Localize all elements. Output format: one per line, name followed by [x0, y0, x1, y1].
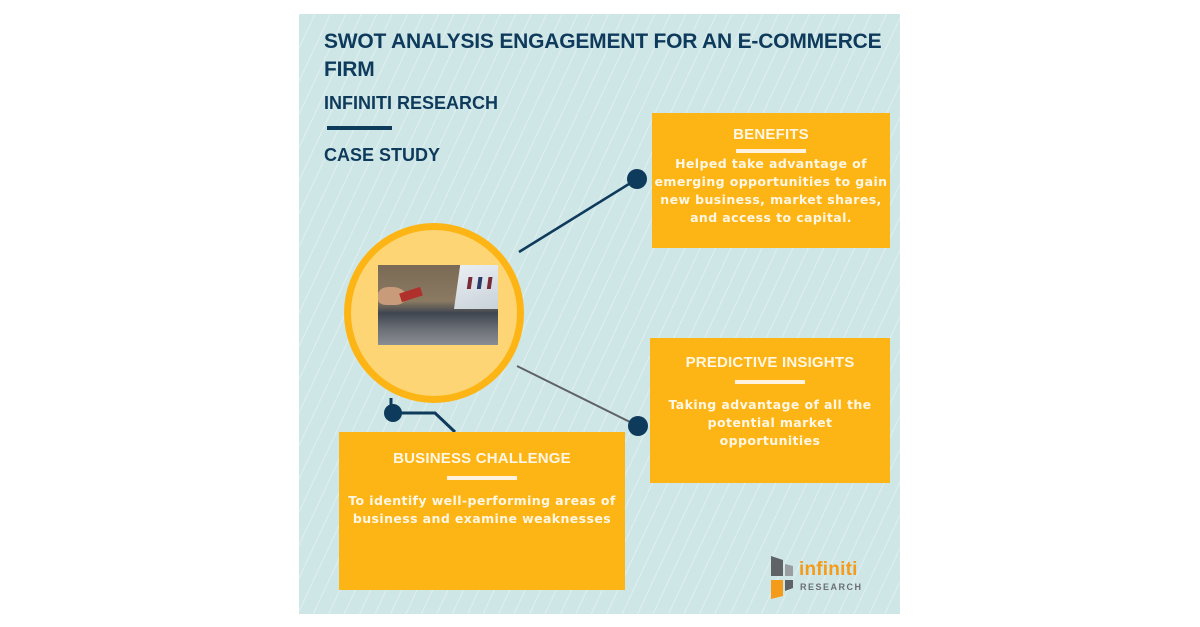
- card-heading: BENEFITS: [733, 126, 809, 143]
- card-divider: [447, 476, 517, 480]
- company-name: INFINITI RESEARCH: [324, 93, 499, 113]
- card-heading: BUSINESS CHALLENGE: [393, 450, 571, 467]
- logo-mark-icon: [771, 556, 793, 599]
- connector-dot-insights: [628, 416, 648, 436]
- logo-sub: RESEARCH: [800, 582, 863, 592]
- card-divider: [736, 149, 806, 153]
- card-body: Helped take advantage of emerging opport…: [654, 156, 888, 225]
- infiniti-research-logo: infiniti RESEARCH: [769, 554, 869, 600]
- connector-lines: [384, 169, 648, 436]
- page-title: SWOT ANALYSIS ENGAGEMENT FOR AN E-COMMER…: [324, 30, 882, 81]
- benefits-card: BENEFITS Helped take advantage of emergi…: [652, 113, 890, 248]
- logo-brand: infiniti: [799, 559, 858, 580]
- predictive-insights-card: PREDICTIVE INSIGHTS Taking advantage of …: [650, 338, 890, 483]
- card-heading: PREDICTIVE INSIGHTS: [685, 354, 855, 371]
- title-divider: [327, 126, 392, 130]
- connector-dot-benefits: [627, 169, 647, 189]
- business-challenge-card: BUSINESS CHALLENGE To identify well-perf…: [339, 432, 625, 590]
- infographic-poster: SWOT ANALYSIS ENGAGEMENT FOR AN E-COMMER…: [299, 14, 900, 614]
- card-body: Taking advantage of all the potential ma…: [668, 397, 872, 448]
- connector-dot-challenge: [384, 404, 402, 422]
- case-study-label: CASE STUDY: [324, 145, 441, 165]
- laptop-credit-card-photo: [378, 265, 498, 345]
- card-body: To identify well-performing areas of bus…: [348, 493, 616, 526]
- card-divider: [735, 380, 805, 384]
